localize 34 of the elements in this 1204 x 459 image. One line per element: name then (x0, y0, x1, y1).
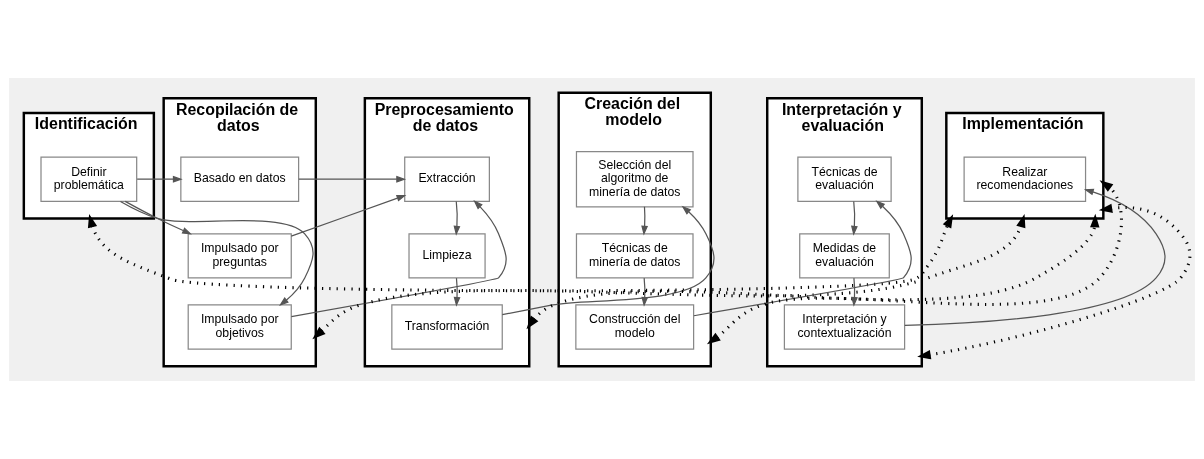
arrow (693, 200, 912, 317)
arrow (641, 277, 649, 307)
node-box: Técnicas de evaluación (797, 156, 892, 202)
node-box: Realizar recomendaciones (963, 156, 1087, 202)
node-box: Medidas de evaluación (799, 233, 890, 279)
arrow (453, 277, 461, 307)
node-box: Limpieza (408, 233, 486, 279)
node-box: Definir problemática (40, 156, 138, 202)
arrow (119, 200, 314, 306)
node-box: Impulsado por preguntas (187, 233, 292, 279)
arrow (453, 200, 461, 236)
node-box: Impulsado por objetivos (187, 304, 292, 350)
arrow (904, 188, 1166, 327)
arrow (917, 203, 1192, 360)
arrow (312, 214, 1026, 340)
node-box: Extracción (404, 156, 490, 202)
arrow (124, 200, 192, 235)
arrow (706, 180, 1123, 345)
arrow (526, 213, 1100, 330)
arrow (851, 277, 858, 307)
node-box: Técnicas de minería de datos (575, 233, 694, 279)
arrow (298, 175, 407, 183)
node-box: Selección del algoritmo de minería de datos (575, 151, 694, 208)
arrow (641, 206, 649, 236)
arrow (87, 213, 954, 293)
arrow (136, 175, 183, 183)
arrow (501, 205, 715, 316)
arrow (290, 200, 507, 318)
node-box: Interpretación y contextualización (783, 304, 906, 350)
arrow (851, 200, 858, 236)
node-box: Transformación (391, 304, 503, 350)
arrow (290, 195, 407, 237)
node-box: Construcción del modelo (575, 304, 695, 350)
node-box: Basado en datos (180, 156, 300, 202)
